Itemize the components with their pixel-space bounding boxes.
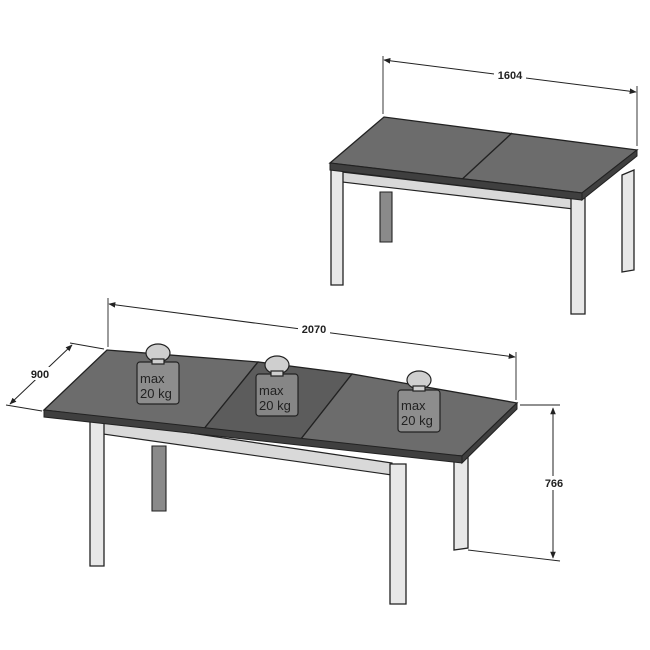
weight-right-neck bbox=[412, 385, 426, 392]
weight-right: max 20 kg bbox=[397, 370, 441, 433]
weight-center-neck bbox=[270, 370, 284, 377]
height-extension-bottom bbox=[467, 549, 561, 562]
extended-length-label: 2070 bbox=[302, 324, 326, 336]
weight-left-label-line1: max bbox=[140, 371, 165, 386]
closed-table-top-seam bbox=[457, 132, 513, 184]
weight-center-label-line2: 20 kg bbox=[259, 398, 291, 413]
depth-extension-back bbox=[69, 342, 105, 350]
closed-length-label: 1604 bbox=[498, 70, 523, 82]
extended-table-back-leg-left bbox=[151, 445, 167, 512]
height-label-bg bbox=[541, 476, 567, 490]
weight-right-label-line1: max bbox=[401, 398, 426, 413]
closed-table-front-leg-left bbox=[330, 167, 344, 286]
closed-length-label-bg bbox=[494, 68, 526, 82]
extended-table-top-side-edge bbox=[461, 401, 518, 465]
weight-center: max 20 kg bbox=[255, 355, 299, 417]
weight-right-label-line2: 20 kg bbox=[401, 413, 433, 428]
weight-left-label-line2: 20 kg bbox=[140, 386, 172, 401]
height-label: 766 bbox=[545, 478, 563, 490]
closed-table: 1604 bbox=[328, 56, 639, 315]
closed-table-back-leg-left bbox=[379, 191, 393, 243]
extended-table-front-leg-left bbox=[89, 415, 105, 567]
weight-center-label-line1: max bbox=[259, 383, 284, 398]
closed-table-back-leg-right bbox=[621, 169, 635, 273]
depth-label: 900 bbox=[31, 369, 49, 381]
closed-table-top-side-edge bbox=[581, 148, 638, 202]
depth-label-bg bbox=[28, 367, 52, 380]
weight-left-neck bbox=[151, 358, 165, 365]
extended-table-front-leg-right bbox=[389, 463, 407, 605]
extended-table: max 20 kg max 20 kg max 20 kg 2070 900 bbox=[5, 298, 567, 605]
extended-length-label-bg bbox=[298, 322, 330, 335]
depth-extension-front bbox=[5, 404, 43, 412]
closed-table-front-leg-right bbox=[570, 197, 586, 315]
